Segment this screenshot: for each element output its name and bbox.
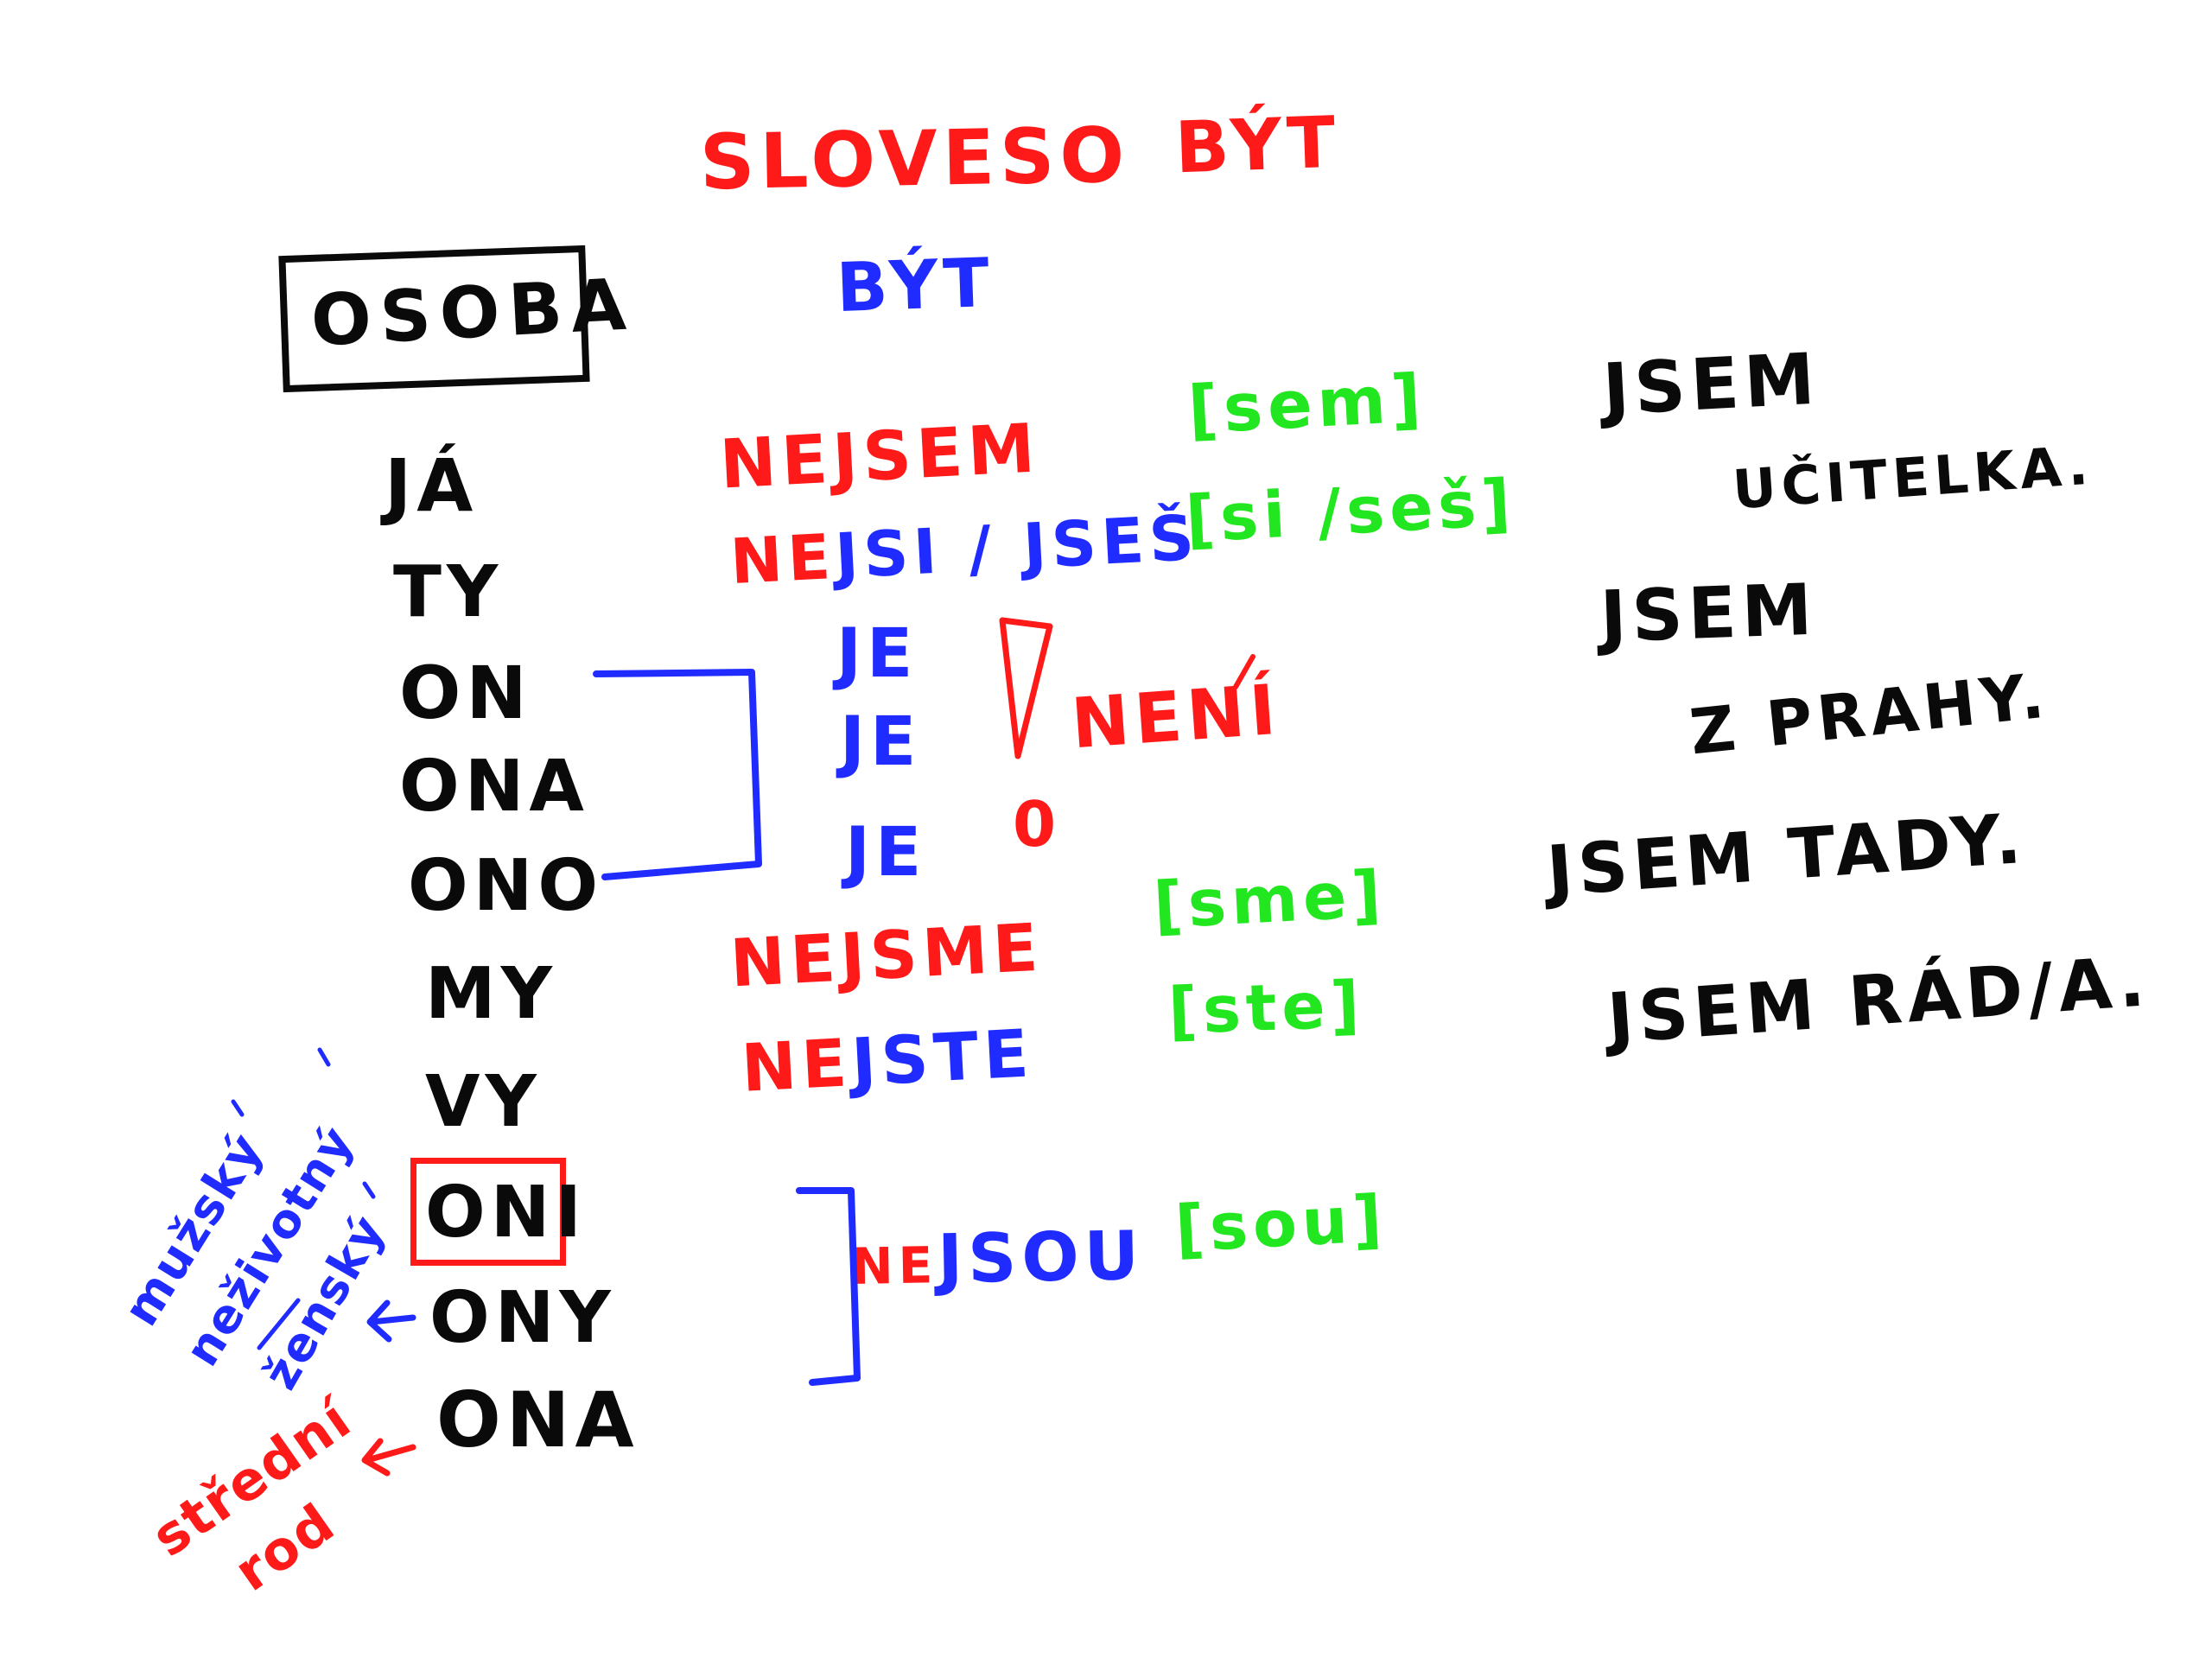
pronoun-ty: TY — [393, 551, 504, 633]
form-je-1: JE — [836, 615, 918, 693]
accent-zensky — [362, 1181, 376, 1199]
bracket-on-ona-ono — [593, 669, 762, 880]
pronoun-on: ON — [399, 651, 532, 735]
arrow-ona-icon — [361, 1438, 416, 1477]
accent-nezivotny — [317, 1047, 331, 1067]
zero-mark: 0 — [1013, 788, 1062, 861]
form-je-3: JE — [845, 814, 927, 892]
pronoun-my: MY — [425, 953, 557, 1035]
neni-arrow-shape — [999, 617, 1053, 759]
accent-muzsky — [231, 1099, 245, 1117]
pronoun-ono: ONO — [408, 845, 604, 927]
arrow-ony-icon — [366, 1299, 416, 1343]
oni-box — [410, 1158, 566, 1266]
slash-zensky — [257, 1298, 301, 1350]
pronoun-ony: ONY — [429, 1277, 616, 1359]
pronoun-ja: JÁ — [385, 443, 479, 528]
pronoun-ona-neuter: ONA — [436, 1375, 639, 1464]
pronoun-ona: ONA — [399, 746, 589, 828]
form-je-2: JE — [840, 703, 922, 781]
pronoun-oni: ONI — [425, 1172, 587, 1254]
neni-accent — [1233, 654, 1255, 689]
bracket-nejsou — [796, 1187, 861, 1386]
pronoun-vy: VY — [425, 1061, 542, 1143]
